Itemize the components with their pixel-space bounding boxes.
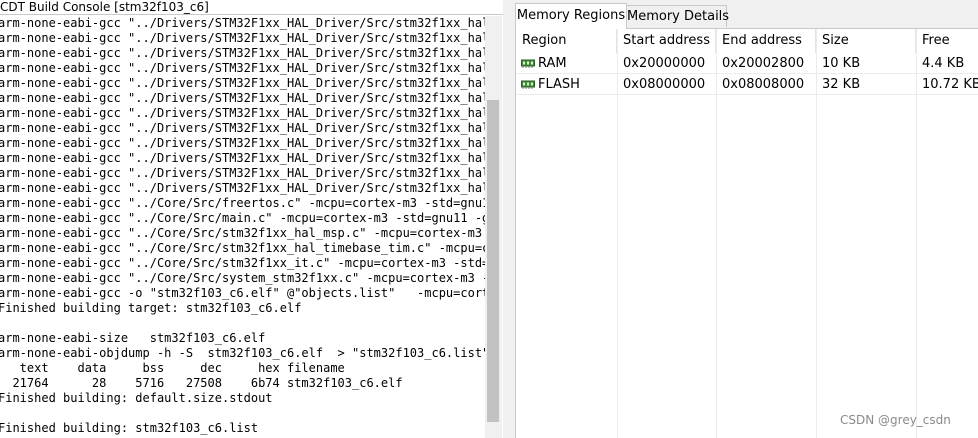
- console-line: arm-none-eabi-gcc "../Core/Src/freertos.…: [0, 196, 485, 210]
- tab-memory-details[interactable]: Memory Details: [626, 5, 729, 27]
- column-divider: [816, 29, 817, 438]
- column-header-size[interactable]: Size: [816, 29, 916, 53]
- memory-chip-icon: [521, 80, 535, 89]
- column-divider: [617, 29, 618, 438]
- console-line: arm-none-eabi-gcc "../Drivers/STM32F1xx_…: [0, 31, 485, 45]
- console-line: arm-none-eabi-gcc "../Drivers/STM32F1xx_…: [0, 166, 485, 180]
- console-line: Finished building: stm32f103_c6.list: [0, 421, 259, 435]
- start-address-cell: 0x20000000: [623, 56, 706, 71]
- table-row-ram[interactable]: RAM 0x20000000 0x20002800 10 KB 4.4 KB: [516, 53, 978, 74]
- console-line: [0, 316, 485, 331]
- console-line: arm-none-eabi-gcc "../Core/Src/stm32f1xx…: [0, 256, 485, 270]
- console-scrollbar[interactable]: [485, 16, 502, 438]
- console-line: arm-none-eabi-gcc "../Drivers/STM32F1xx_…: [0, 61, 485, 75]
- region-cell: RAM: [516, 53, 617, 74]
- free-cell: 4.4 KB: [922, 56, 965, 71]
- memory-regions-table: Region Start address End address Size Fr…: [515, 28, 978, 438]
- console-line: arm-none-eabi-gcc -o "stm32f103_c6.elf" …: [0, 286, 485, 300]
- console-line: arm-none-eabi-gcc "../Core/Src/system_st…: [0, 271, 485, 285]
- console-line: Finished building: default.size.stdout: [0, 391, 273, 405]
- end-address-cell: 0x08008000: [722, 77, 805, 92]
- build-console-panel: CDT Build Console [stm32f103_c6] arm-non…: [0, 0, 503, 438]
- end-address-cell: 0x20002800: [722, 56, 805, 71]
- console-line: arm-none-eabi-gcc "../Drivers/STM32F1xx_…: [0, 106, 485, 120]
- column-header-region[interactable]: Region: [516, 29, 617, 53]
- region-cell: FLASH: [516, 74, 617, 95]
- console-line: arm-none-eabi-gcc "../Drivers/STM32F1xx_…: [0, 121, 485, 135]
- column-header-start-address[interactable]: Start address: [617, 29, 716, 53]
- column-divider: [716, 29, 717, 438]
- region-name: FLASH: [538, 77, 580, 92]
- size-cell: 10 KB: [822, 56, 861, 71]
- table-header-row: Region Start address End address Size Fr…: [516, 29, 978, 53]
- console-line: arm-none-eabi-objdump -h -S stm32f103_c6…: [0, 346, 485, 360]
- memory-chip-icon: [521, 59, 535, 68]
- column-header-end-address[interactable]: End address: [716, 29, 816, 53]
- console-line: arm-none-eabi-gcc "../Drivers/STM32F1xx_…: [0, 91, 485, 105]
- console-line: arm-none-eabi-gcc "../Drivers/STM32F1xx_…: [0, 136, 485, 150]
- console-title: CDT Build Console [stm32f103_c6]: [0, 0, 503, 15]
- console-line: arm-none-eabi-gcc "../Core/Src/main.c" -…: [0, 211, 485, 225]
- watermark: CSDN @grey_csdn: [840, 413, 951, 427]
- console-line: arm-none-eabi-size stm32f103_c6.elf: [0, 331, 266, 345]
- panel-divider[interactable]: [503, 0, 513, 438]
- column-header-free[interactable]: Free: [922, 33, 950, 48]
- console-scroll-thumb[interactable]: [487, 100, 499, 422]
- size-cell: 32 KB: [822, 77, 861, 92]
- tab-memory-regions[interactable]: Memory Regions: [515, 3, 627, 29]
- console-line: Finished building target: stm32f103_c6.e…: [0, 301, 302, 315]
- console-line: arm-none-eabi-gcc "../Drivers/STM32F1xx_…: [0, 16, 485, 30]
- column-divider: [916, 29, 917, 438]
- memory-panel: Memory Regions Memory Details Region Sta…: [513, 0, 978, 438]
- console-output[interactable]: arm-none-eabi-gcc "../Drivers/STM32F1xx_…: [0, 16, 485, 438]
- free-cell: 10.72 KB: [922, 77, 978, 92]
- console-line: 21764 28 5716 27508 6b74 stm32f103_c6.el…: [0, 376, 403, 390]
- region-name: RAM: [538, 56, 567, 71]
- console-line: arm-none-eabi-gcc "../Drivers/STM32F1xx_…: [0, 151, 485, 165]
- table-row-flash[interactable]: FLASH 0x08000000 0x08008000 32 KB 10.72 …: [516, 74, 978, 95]
- console-line: arm-none-eabi-gcc "../Drivers/STM32F1xx_…: [0, 181, 485, 195]
- console-line: [0, 406, 485, 421]
- memory-tab-strip: Memory Regions Memory Details: [513, 3, 978, 29]
- console-line: arm-none-eabi-gcc "../Drivers/STM32F1xx_…: [0, 46, 485, 60]
- console-line: arm-none-eabi-gcc "../Core/Src/stm32f1xx…: [0, 241, 485, 255]
- console-line: arm-none-eabi-gcc "../Drivers/STM32F1xx_…: [0, 76, 485, 90]
- console-line: text data bss dec hex filename: [0, 361, 345, 375]
- start-address-cell: 0x08000000: [623, 77, 706, 92]
- console-line: arm-none-eabi-gcc "../Core/Src/stm32f1xx…: [0, 226, 485, 240]
